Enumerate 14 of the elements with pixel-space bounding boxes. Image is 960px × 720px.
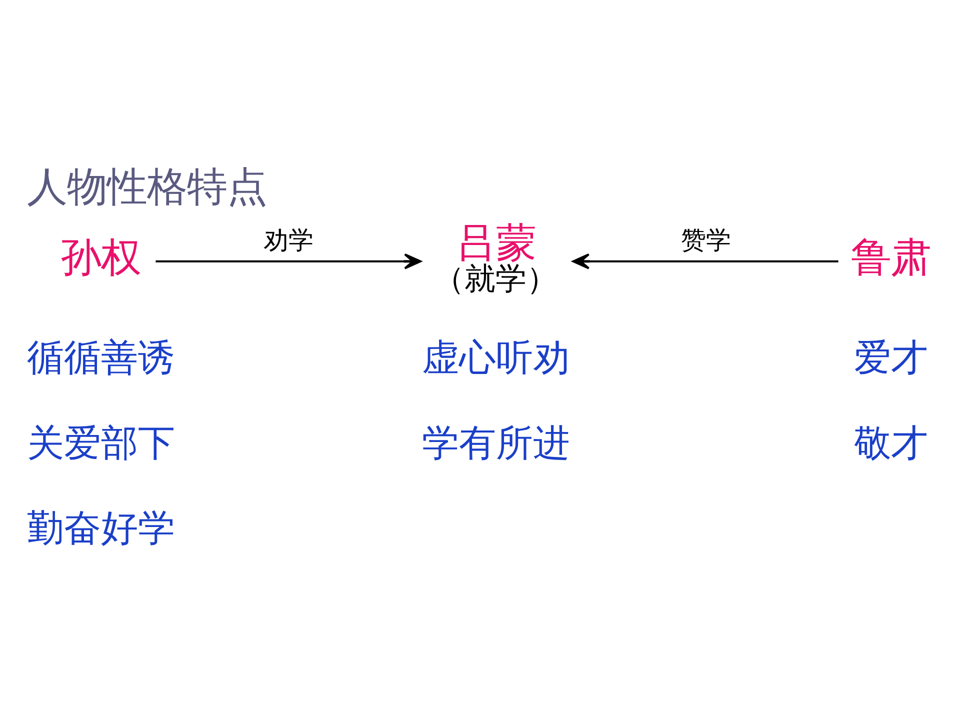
diagram-title: 人物性格特点 [26,164,267,210]
label: 学有所进 [422,420,570,464]
edge-label: 赞学 [681,227,732,254]
label: 循循善诱 [26,334,175,379]
node-text: 孙权 [60,234,141,281]
arrow [156,252,422,269]
label: 勤奋好学 [26,505,175,550]
label: 虚心听劝 [422,334,570,379]
node-text: 鲁肃 [851,234,932,281]
label: 关爱部下 [26,420,175,464]
edge-label: 劝学 [263,227,314,254]
arrow [572,252,838,269]
label: 敬才 [854,420,928,464]
label: 爱才 [854,334,928,379]
